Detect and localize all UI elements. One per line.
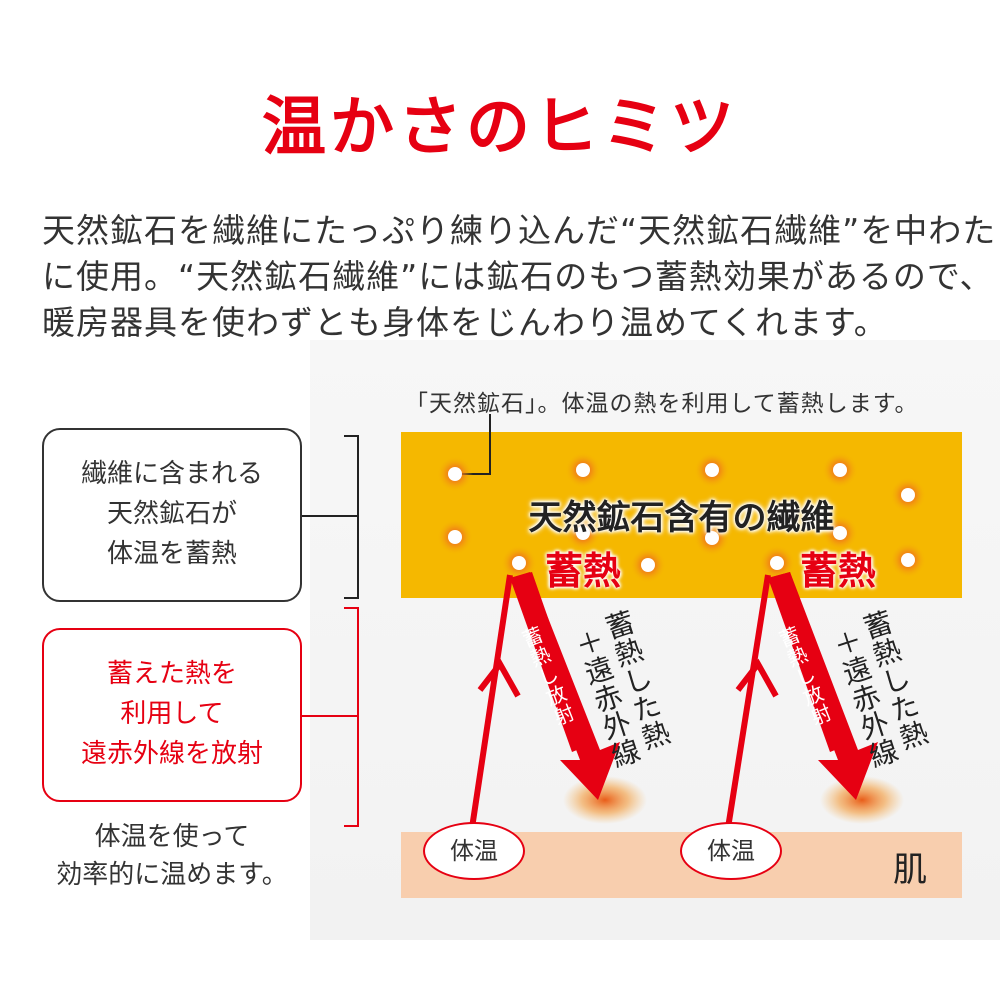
page-title: 温かさのヒミツ [262, 91, 738, 165]
box-line: 天然鉱石が [106, 499, 237, 529]
mineral-dots [437, 452, 926, 583]
mineral-dot [501, 545, 537, 581]
mineral-dot [890, 477, 926, 513]
intro-line-2: に使用。“天然鉱石繊維”には鉱石のもつ蓄熱効果があるので、 [42, 257, 994, 296]
intro-line-1: 天然鉱石を繊維にたっぷり練り込んだ“天然鉱石繊維”を中わた [42, 211, 997, 250]
skin-label: 肌 [893, 850, 927, 890]
box-line: 蓄えた熱を [106, 659, 237, 689]
body-temperature-badge-right: 体温 [680, 822, 782, 880]
box-line: 体温を蓄熱 [106, 539, 237, 569]
far-infrared-box: 蓄えた熱を 利用して 遠赤外線を放射 [42, 628, 302, 802]
mineral-dot [694, 452, 730, 488]
mineral-callout: 「天然鉱石」。体温の熱を利用して蓄熱します。 [405, 391, 919, 417]
fiber-layer [401, 432, 962, 598]
heat-spot-left [563, 776, 647, 824]
mineral-dot [437, 456, 473, 492]
body-temperature-badge-left: 体温 [423, 822, 525, 880]
mineral-dot [694, 520, 730, 556]
efficiency-note: 体温を使って 効率的に温めます。 [42, 818, 302, 894]
intro-text: 天然鉱石を繊維にたっぷり練り込んだ“天然鉱石繊維”を中わた に使用。“天然鉱石繊… [42, 208, 997, 346]
mineral-dot [822, 452, 858, 488]
mineral-dot [890, 542, 926, 578]
box-line: 遠赤外線を放射 [80, 739, 263, 769]
box-line: 利用して [120, 699, 224, 729]
arrow-body-heat-left [469, 574, 521, 829]
note-line: 体温を使って [94, 822, 250, 852]
arrow-radiation-right [768, 572, 878, 800]
mineral-dot [565, 452, 601, 488]
arrow-body-heat-right [725, 574, 779, 829]
intro-line-3: 暖房器具を使わずとも身体をじんわり温めてくれます。 [42, 303, 888, 342]
arrow-radiation-left [510, 572, 620, 800]
mineral-dot [759, 545, 795, 581]
mineral-dot [822, 515, 858, 551]
mineral-dot [630, 547, 666, 583]
heat-storage-label-left: 蓄熱 [545, 549, 622, 593]
mineral-heat-storage-box: 繊維に含まれる 天然鉱石が 体温を蓄熱 [42, 428, 302, 602]
note-line: 効率的に温めます。 [56, 860, 288, 890]
fiber-label: 天然鉱石含有の繊維 [528, 498, 835, 538]
box-line: 繊維に含まれる [80, 459, 263, 489]
heat-spot-right [820, 776, 904, 824]
heat-storage-label-right: 蓄熱 [800, 549, 877, 593]
mineral-dot [437, 519, 473, 555]
mineral-dot [565, 515, 601, 551]
